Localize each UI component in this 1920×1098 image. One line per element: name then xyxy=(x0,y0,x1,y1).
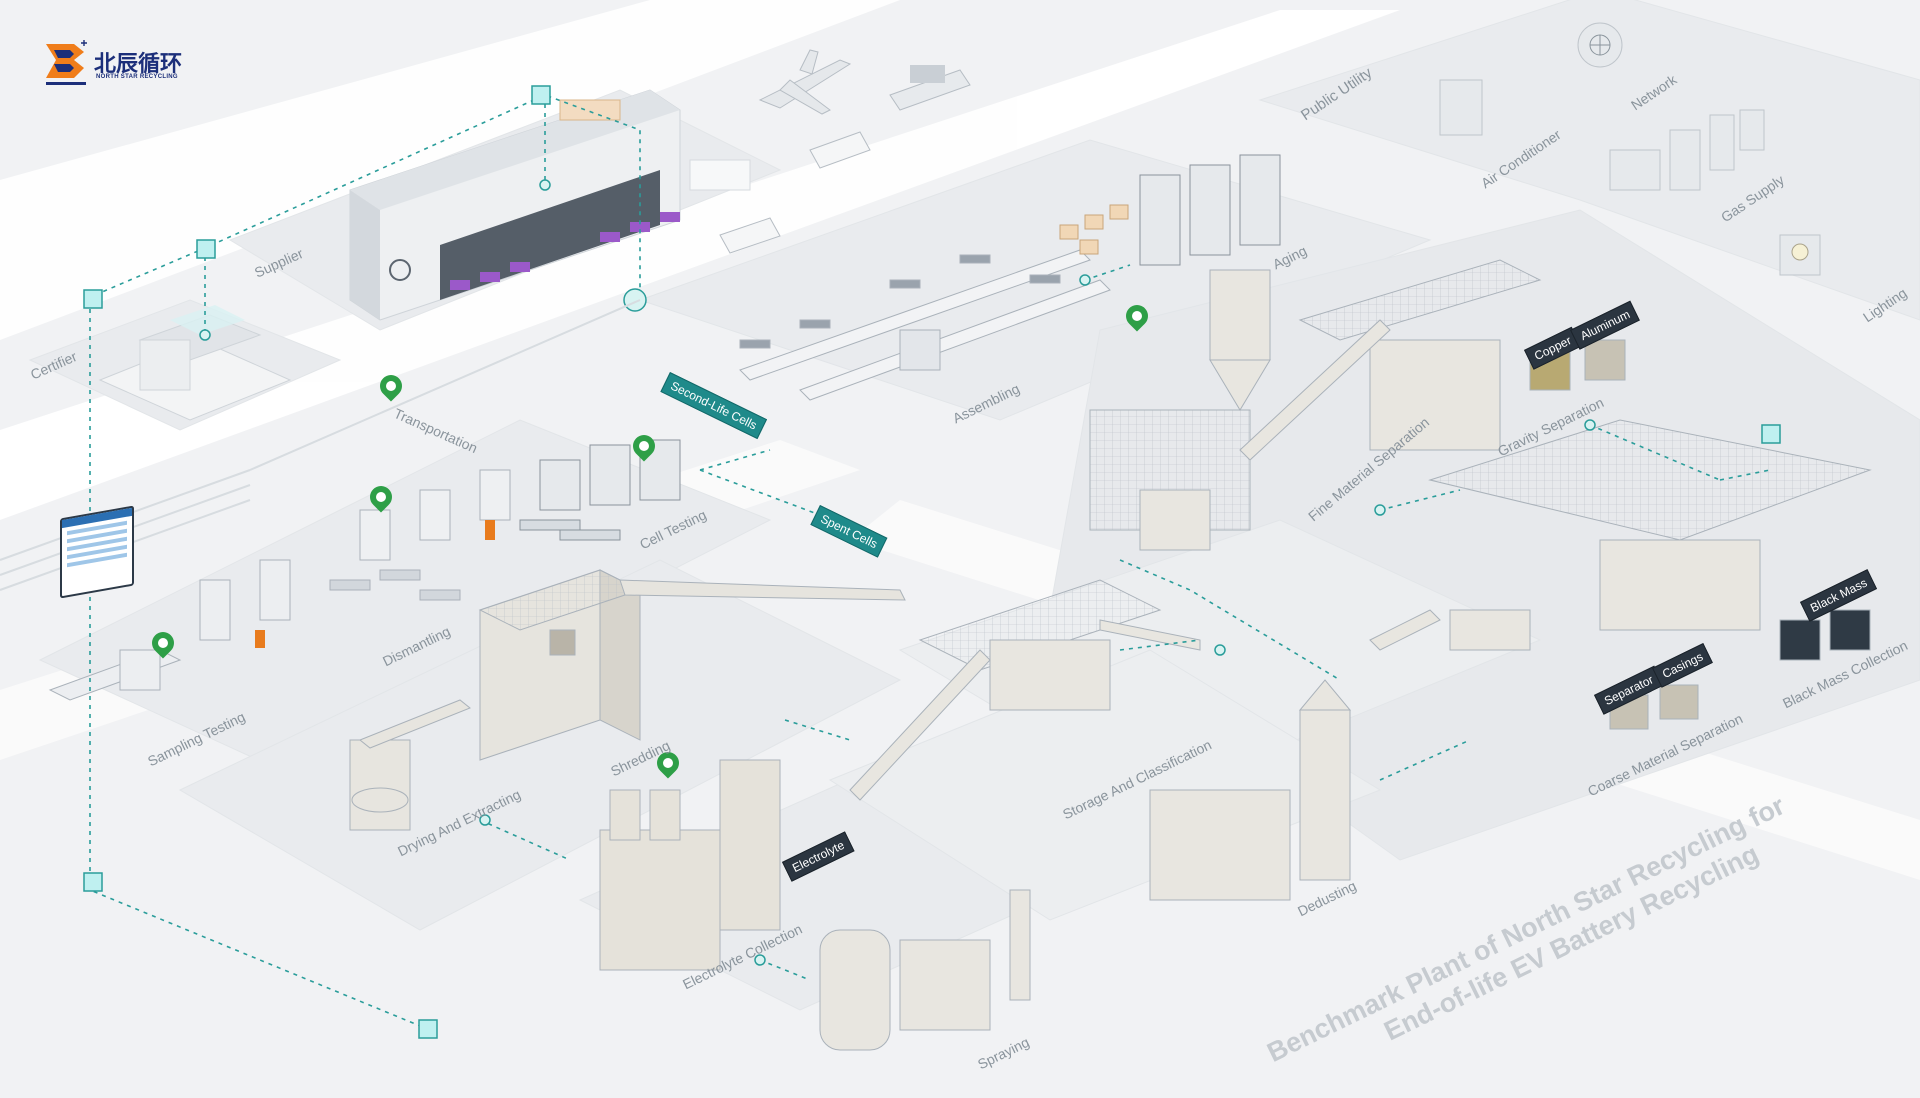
supplier-warehouse xyxy=(349,89,751,321)
brand-name-en: NORTH STAR RECYCLING xyxy=(96,74,178,80)
cell-testing-racks xyxy=(519,439,681,541)
spraying-unit xyxy=(819,889,1031,1051)
monitor-icon[interactable] xyxy=(60,505,134,599)
brand-logo: 北辰循环 NORTH STAR RECYCLING xyxy=(44,40,204,90)
dismantling-area xyxy=(255,469,511,648)
network-globe-icon xyxy=(1589,34,1611,56)
light-bulb-icon xyxy=(1791,243,1809,261)
drying-extracting-unit xyxy=(349,699,471,831)
electrolyte-collection-unit xyxy=(599,759,781,971)
cube-node-icon xyxy=(83,85,1781,1039)
shredding-machine xyxy=(478,569,906,761)
assembling-line xyxy=(739,249,1111,401)
gravity-separation-unit xyxy=(1239,259,1626,461)
utility-icons xyxy=(1439,22,1821,276)
platforms xyxy=(28,0,1920,1011)
coarse-separation-unit xyxy=(1369,419,1872,730)
sampling-testing-area xyxy=(48,559,291,701)
fine-material-separation-unit xyxy=(1089,269,1271,551)
brand-name-cn: 北辰循环 xyxy=(94,52,183,77)
aging-racks xyxy=(1059,154,1281,266)
ship-icon xyxy=(889,65,971,111)
connector-lines xyxy=(89,94,1771,1031)
brand-logo-mark xyxy=(46,40,87,85)
airplane-icon xyxy=(758,49,852,115)
route-nodes xyxy=(199,179,1596,966)
truck-icon xyxy=(719,131,871,254)
dedusting-unit xyxy=(1149,679,1352,901)
